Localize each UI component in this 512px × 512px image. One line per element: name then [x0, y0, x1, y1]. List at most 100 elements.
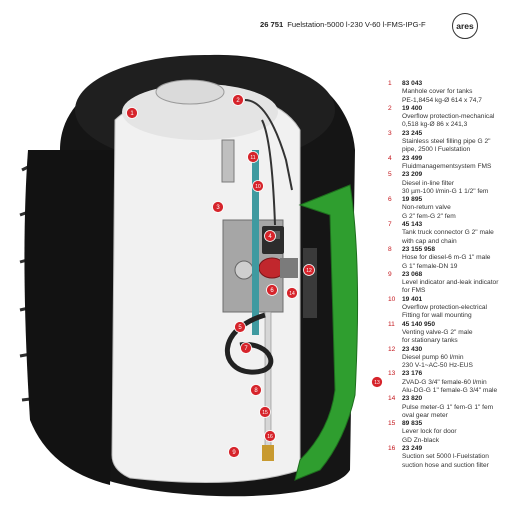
legend-number: 2: [388, 104, 392, 112]
legend-description: Manhole cover for tanks PE-1,8454 kg-Ø 6…: [402, 88, 482, 104]
legend-number: 12: [388, 345, 396, 353]
legend-description: Diesel in-line filter 30 µm-100 l/min-G …: [402, 179, 489, 195]
legend-description: Non-return valve G 2" fem-G 2" fem: [402, 204, 456, 220]
callout-label: 3: [216, 205, 220, 211]
ares-logo: ares: [452, 13, 478, 39]
callout-label: 16: [267, 434, 273, 440]
legend-number: 9: [388, 270, 392, 278]
legend-description: Level indicator and-leak indicator for F…: [402, 279, 499, 295]
callout-label: 12: [306, 268, 312, 274]
callout-dot: [212, 201, 224, 213]
fuel-hose: [225, 312, 274, 375]
legend-number: 13: [388, 370, 396, 378]
callout-dot: [232, 94, 244, 106]
callout-7: 7: [240, 342, 252, 354]
legend-number: 1: [388, 80, 392, 87]
callout-dot: [264, 430, 276, 442]
legend-description: Stainless steel filling pipe G 2" pipe, …: [402, 138, 491, 154]
legend-description: Lever lock for door GD Zn-black: [402, 428, 457, 444]
legend-number: 15: [388, 420, 396, 428]
legend-code: 23 245: [402, 129, 423, 137]
callout-15: 15: [259, 406, 271, 418]
legend-number: 8: [388, 245, 392, 253]
legend-code: 23 155 958: [402, 245, 436, 253]
callout-dot: [371, 376, 383, 388]
cabinet-frame: [294, 184, 359, 481]
callout-4: 4: [264, 230, 276, 242]
legend-code: 23 068: [402, 270, 423, 278]
legend-number: 14: [388, 395, 396, 403]
legend-number: 4: [388, 154, 392, 162]
callout-label: 4: [268, 234, 272, 240]
callout-dot: [234, 321, 246, 333]
callout-label: 10: [255, 184, 261, 190]
logo-text: ares: [456, 21, 474, 31]
callout-13: 13: [371, 376, 383, 388]
callout-label: 8: [254, 388, 258, 394]
legend-number: 3: [388, 129, 392, 137]
manhole-cover: [155, 79, 225, 105]
legend-code: 45 140 950: [402, 320, 436, 328]
callout-label: 13: [374, 380, 380, 386]
callout-dot: [264, 230, 276, 242]
legend-description: ZVAD-G 3/4" female-60 l/min Alu-DG-G 1" …: [402, 378, 498, 394]
callout-label: 6: [270, 288, 274, 294]
callout-label: 7: [244, 346, 248, 352]
legend-description: Diesel pump 60 l/min 230 V-1~AC-50 Hz-EU…: [402, 353, 473, 370]
legend-description: Suction set 5000 l-Fuelstation suction h…: [402, 453, 489, 469]
callout-10: 10: [252, 180, 264, 192]
suction-foot: [262, 445, 274, 461]
legend-code: 23 499: [402, 154, 423, 162]
legend-description: Overflow protection-electrical Fitting f…: [402, 304, 488, 320]
callout-dot: [266, 284, 278, 296]
callout-5: 5: [234, 321, 246, 333]
article-number: 26 751: [260, 20, 284, 29]
filter: [234, 260, 254, 280]
legend-code: 23 209: [402, 171, 423, 179]
legend-description: Fluidmanagementsystem FMS: [402, 162, 492, 170]
callout-label: 14: [289, 291, 295, 297]
callout-label: 5: [238, 325, 242, 331]
legend-description: Pulse meter-G 1" fem-G 1" fem oval gear …: [402, 403, 494, 419]
callout-2: 2: [232, 94, 244, 106]
legend-code: 83 043: [402, 80, 423, 87]
title-text: Fuelstation-5000 l-230 V-60 l-FMS-IPG-F: [287, 20, 426, 29]
legend-number: 5: [388, 171, 392, 179]
callout-dot: [250, 384, 262, 396]
callout-16: 16: [264, 430, 276, 442]
callout-1: 1: [126, 107, 138, 119]
legend-number: 6: [388, 196, 392, 204]
tank-left-wall: [24, 150, 121, 485]
nozzle-holder: [303, 248, 317, 318]
legend-code: 19 401: [402, 295, 423, 303]
legend-number: 7: [388, 221, 392, 229]
callout-11: 11: [247, 151, 259, 163]
filling-pipe: [252, 150, 259, 335]
legend-number: 11: [388, 320, 395, 328]
callout-dot: [252, 180, 264, 192]
callout-8: 8: [250, 384, 262, 396]
legend-code: 19 895: [402, 196, 423, 204]
legend-description: Tank truck connector G 2" male with cap …: [402, 229, 494, 245]
pump-motor: [280, 258, 298, 278]
legend-code: 23 249: [402, 445, 423, 453]
legend-description: Venting valve-G 2" male for stationary t…: [402, 328, 473, 345]
legend-code: 23 176: [402, 370, 423, 378]
callout-label: 11: [250, 155, 255, 161]
callout-dot: [240, 342, 252, 354]
legend-code: 45 143: [402, 221, 423, 229]
